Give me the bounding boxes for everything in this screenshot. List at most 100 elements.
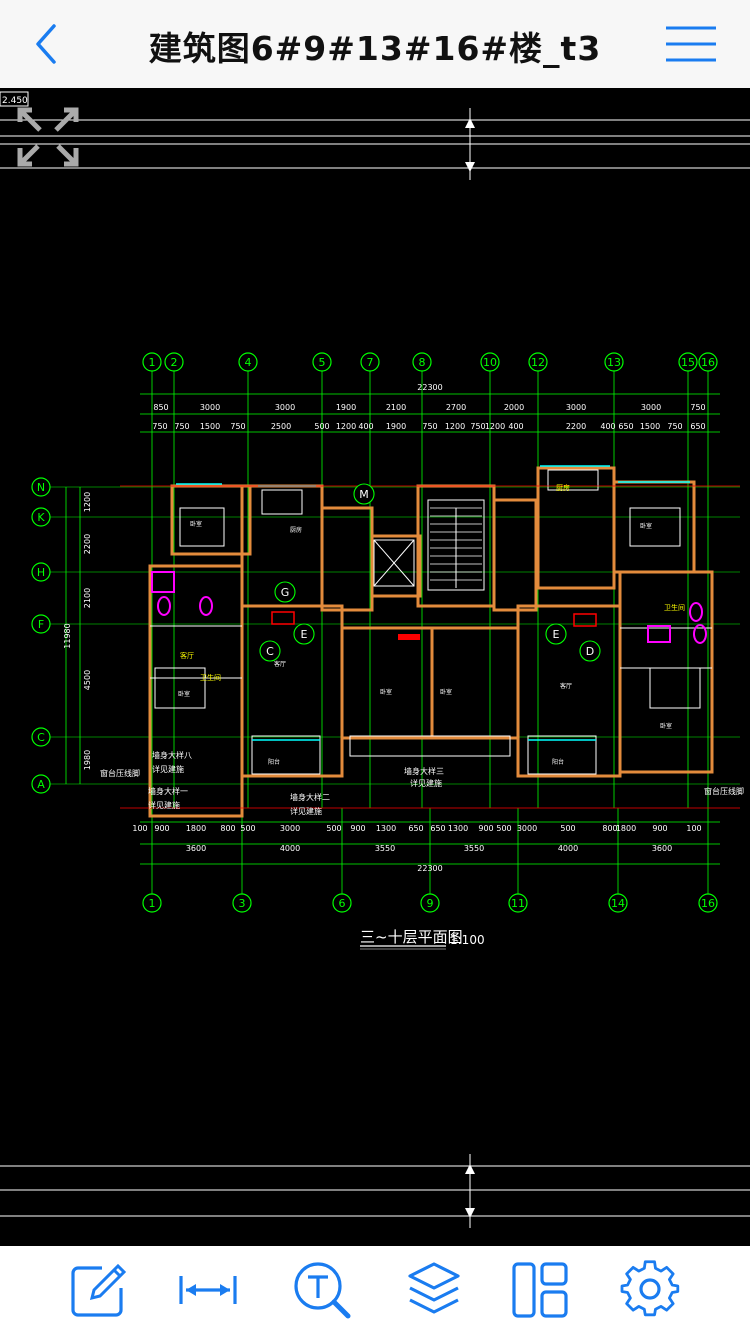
drawing-title: 建筑图6#9#13#16#楼_t3: [148, 29, 602, 68]
detail-note: 窗台压线脚: [100, 768, 140, 778]
unit-label-circle: [579, 640, 601, 662]
overall-dimension-bottom: 22300: [417, 864, 442, 873]
bottom-toolbar: [0, 1246, 750, 1334]
axis-bubble-bottom: [608, 893, 628, 913]
text-search-button[interactable]: [292, 1260, 352, 1320]
axis-label-left: A: [37, 778, 45, 791]
level-label: 2.450: [2, 96, 28, 106]
dimension-text: 2500: [271, 422, 291, 431]
text-search-icon: [294, 1262, 351, 1319]
dimension-text: 1900: [386, 422, 406, 431]
svg-text:客厅: 客厅: [274, 660, 286, 668]
svg-text:卫生间: 卫生间: [200, 673, 221, 682]
overall-dimension-top: 22300: [417, 383, 442, 392]
svg-text:卧室: 卧室: [660, 722, 672, 730]
detail-note: 墙身大样一: [148, 786, 188, 796]
axis-label-left: N: [37, 481, 45, 494]
unit-label-text: D: [586, 645, 594, 658]
dimension-text: 2000: [504, 403, 524, 412]
chevron-left-icon: [36, 24, 56, 64]
frame-lines-bottom: [0, 1154, 750, 1228]
axis-label-left: K: [37, 511, 45, 524]
axis-label-top: 5: [319, 356, 326, 369]
dimension-text: 650: [618, 422, 633, 431]
axis-bubble-left: [31, 614, 51, 634]
dimension-text: 750: [470, 422, 485, 431]
dimension-text: 1300: [448, 824, 468, 833]
dimension-text: 900: [478, 824, 493, 833]
axis-bubble-bottom: [508, 893, 528, 913]
frame-lines-top: [0, 108, 750, 180]
layout-button[interactable]: [510, 1260, 570, 1320]
menu-button[interactable]: [664, 22, 720, 66]
expand-icon: [17, 107, 79, 167]
axis-bubble-top: [360, 352, 380, 372]
dimension-text: 2700: [446, 403, 466, 412]
dimension-text: 650: [690, 422, 705, 431]
fullscreen-toggle[interactable]: [17, 107, 79, 167]
svg-text:阳台: 阳台: [268, 758, 280, 766]
svg-text:卧室: 卧室: [440, 688, 452, 696]
edit-icon: [71, 1263, 127, 1317]
svg-text:阳台: 阳台: [552, 758, 564, 766]
measure-icon: [179, 1276, 237, 1304]
dimension-text: 1200: [485, 422, 505, 431]
axis-bubble-bottom: [142, 893, 162, 913]
axis-bubble-left: [31, 727, 51, 747]
dimension-text: 2100: [386, 403, 406, 412]
annotate-button[interactable]: [68, 1260, 128, 1320]
axis-bubble-bottom: [332, 893, 352, 913]
dimension-text: 650: [408, 824, 423, 833]
dimension-text: 1800: [616, 824, 636, 833]
settings-button[interactable]: [620, 1260, 680, 1320]
dimension-text: 400: [600, 422, 615, 431]
svg-text:卧室: 卧室: [640, 522, 652, 530]
axis-label-bottom: 14: [611, 897, 625, 910]
dimension-text: 750: [174, 422, 189, 431]
dimension-text: 1500: [640, 422, 660, 431]
dimension-text: 750: [667, 422, 682, 431]
dimension-text: 1200: [83, 492, 92, 512]
dimension-text: 4000: [280, 844, 300, 853]
svg-text:卧室: 卧室: [380, 688, 392, 696]
axis-bubble-bottom: [232, 893, 252, 913]
unit-label-circle: [293, 623, 315, 645]
red-room-tags: [271, 611, 597, 640]
axis-bubble-top: [164, 352, 184, 372]
staircase: [427, 499, 485, 591]
measure-button[interactable]: [178, 1260, 238, 1320]
sanitary-fixtures: [151, 571, 707, 644]
axis-bubble-top: [312, 352, 332, 372]
unit-label-text: E: [553, 628, 560, 641]
svg-text:卧室: 卧室: [178, 690, 190, 698]
dimension-text: 500: [496, 824, 511, 833]
svg-text:客厅: 客厅: [180, 651, 194, 660]
svg-text:客厅: 客厅: [560, 682, 572, 690]
axis-label-left: H: [37, 566, 45, 579]
dimension-text: 750: [422, 422, 437, 431]
axis-bubble-bottom: [698, 893, 718, 913]
axis-bubble-top: [528, 352, 548, 372]
axis-label-top: 15: [681, 356, 695, 369]
dimension-text: 2100: [83, 588, 92, 608]
axis-label-top: 2: [171, 356, 178, 369]
axis-bubble-left: [31, 507, 51, 527]
dimension-text: 500: [314, 422, 329, 431]
axis-bubble-top: [698, 352, 718, 372]
back-button[interactable]: [22, 18, 74, 70]
axis-bubble-left: [31, 774, 51, 794]
plan-scale: 1:100: [450, 933, 485, 947]
top-navigation-bar: 建筑图6#9#13#16#楼_t3: [0, 0, 750, 89]
axis-bubble-left: [31, 562, 51, 582]
layers-button[interactable]: [404, 1260, 464, 1320]
axis-label-bottom: 9: [427, 897, 434, 910]
hamburger-menu-icon: [666, 26, 716, 62]
dimension-text: 800: [220, 824, 235, 833]
axis-label-top: 13: [607, 356, 621, 369]
unit-label-text: M: [359, 488, 369, 501]
axis-bubble-bottom: [420, 893, 440, 913]
axis-bubble-top: [480, 352, 500, 372]
